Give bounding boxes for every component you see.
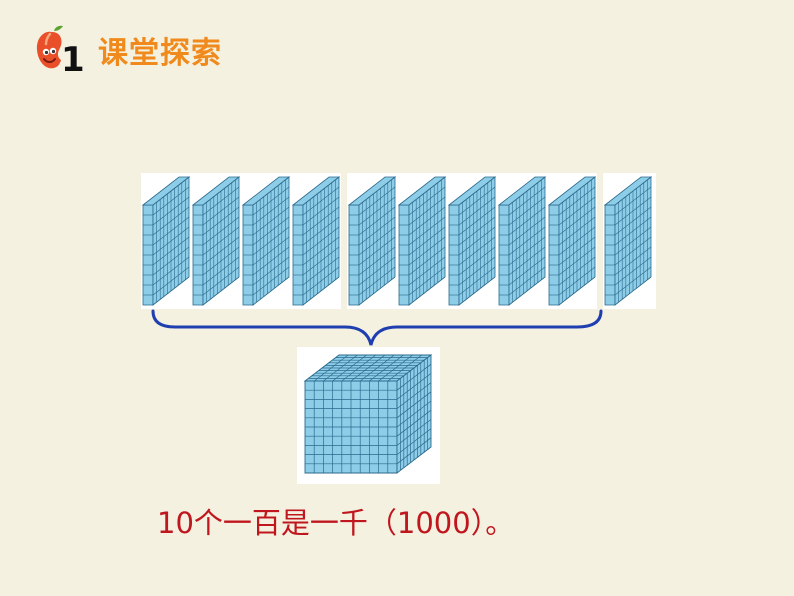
section-number: 1	[61, 40, 85, 74]
grouping-brace	[151, 309, 603, 346]
hundred-flat	[191, 173, 241, 309]
section-title: 课堂探索	[98, 36, 222, 71]
hundred-flat	[547, 173, 597, 309]
hundred-flat	[141, 173, 191, 309]
hundred-flat	[347, 173, 397, 309]
hundred-flat	[603, 173, 656, 309]
hundred-flats-row	[141, 173, 656, 309]
caption-text: 10个一百是一千（1000）。	[157, 506, 515, 540]
thousand-cube	[297, 347, 440, 484]
hundred-flat	[447, 173, 497, 309]
hundred-flat	[497, 173, 547, 309]
hundred-flat	[241, 173, 291, 309]
hundred-flat	[397, 173, 447, 309]
hundred-flat	[291, 173, 341, 309]
apple-number-icon: 1	[36, 25, 85, 74]
